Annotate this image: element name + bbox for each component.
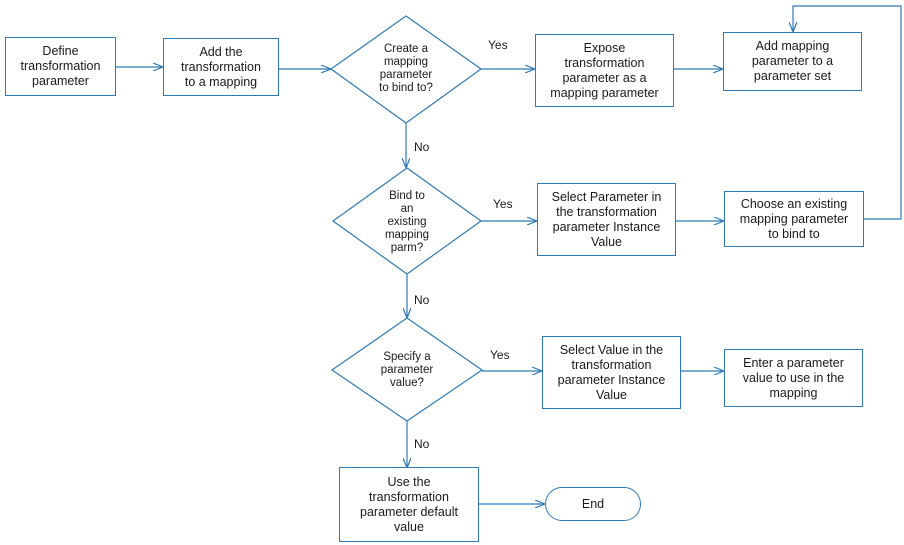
- label-no-bind: No: [414, 293, 430, 307]
- node-select-parameter: Select Parameter in the transformation p…: [537, 183, 676, 256]
- node-expose-parameter: Expose transformation parameter as a map…: [535, 34, 674, 107]
- label-no-specify: No: [414, 437, 430, 451]
- arrow-choose-to-set: [793, 5, 902, 220]
- label-yes-specify: Yes: [490, 348, 510, 362]
- label-no-create: No: [414, 140, 430, 154]
- node-select-value: Select Value in the transformation param…: [542, 336, 681, 409]
- node-end: End: [545, 487, 641, 521]
- decision-create-text: Create a mapping parameter to bind to?: [379, 43, 433, 94]
- node-use-default: Use the transformation parameter default…: [339, 467, 479, 542]
- node-add-to-mapping: Add the transformation to a mapping: [163, 38, 279, 96]
- node-define-parameter: Define transformation parameter: [5, 37, 116, 96]
- label-yes-create: Yes: [488, 38, 508, 52]
- node-enter-value: Enter a parameter value to use in the ma…: [724, 349, 863, 407]
- node-choose-existing: Choose an existing mapping parameter to …: [724, 191, 864, 247]
- label-yes-bind: Yes: [493, 197, 513, 211]
- decision-specify-text: Specify a parameter value?: [380, 350, 434, 389]
- decision-bind-text: Bind to an existing mapping parm?: [384, 189, 430, 254]
- node-add-to-parameter-set: Add mapping parameter to a parameter set: [723, 32, 862, 91]
